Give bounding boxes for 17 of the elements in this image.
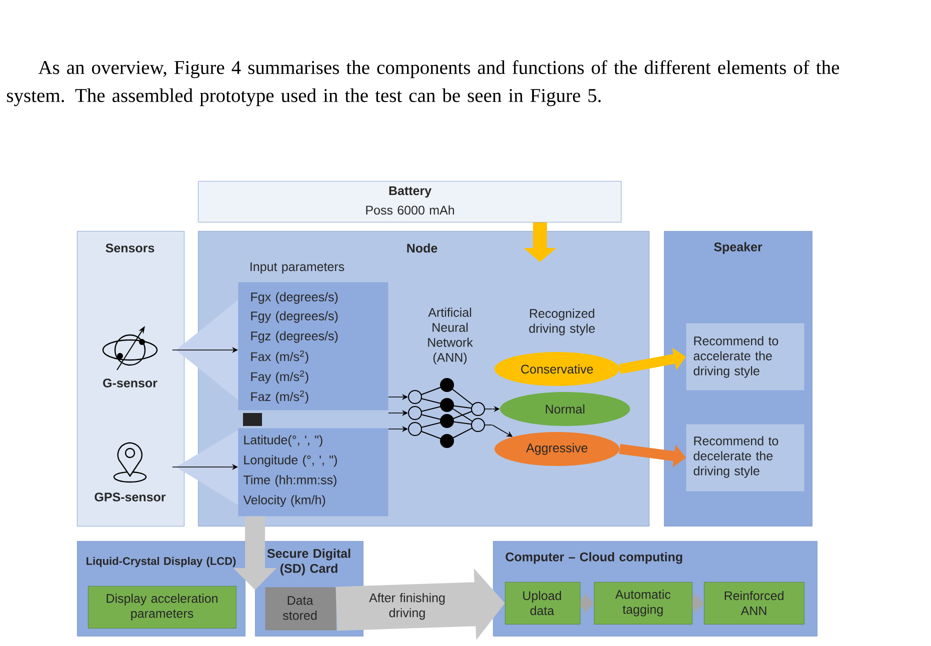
process-box: Upload data <box>505 582 580 624</box>
parameter-list: Fgx (degrees/s) Fgy (degrees/s) Fgz (degrees/s) Fax (m/s$^{2}$) Fay (m/s$^{2}$) Faz (m/s$^{2}$) <box>238 282 388 410</box>
process-box: Reinforced ANN <box>704 582 804 624</box>
process-box: Automatic tagging <box>594 582 692 624</box>
node-label: G-sensor <box>103 378 158 388</box>
gps-sensor: GPS-sensor <box>94 442 166 502</box>
node-label: Artificial Neural Network (ANN) <box>428 308 473 364</box>
parameter-list: Latitude(°, ', ") Longitude (°, ', ") Time (hh:mm:ss) Velocity (km/h) <box>238 428 388 516</box>
node-label: GPS-sensor <box>94 492 166 502</box>
storage-box: Data stored <box>265 587 336 630</box>
neural-network: Artificial Neural Network (ANN) <box>408 308 492 448</box>
recommendation-box: Recommend to decelerate the driving style <box>686 424 804 492</box>
paragraph: As an overview, Figure 4 summarises the components and functions of the different elements of the system. The assembled prototype used in the test can be seen in Figure 5. <box>7 60 840 106</box>
battery-box: Battery Poss 6000 mAh <box>198 181 622 222</box>
process-box: Display acceleration parameters <box>88 586 236 628</box>
recommendation-box: Recommend to accelerate the driving style <box>686 323 804 390</box>
edge-label: After finishing driving <box>369 593 445 620</box>
